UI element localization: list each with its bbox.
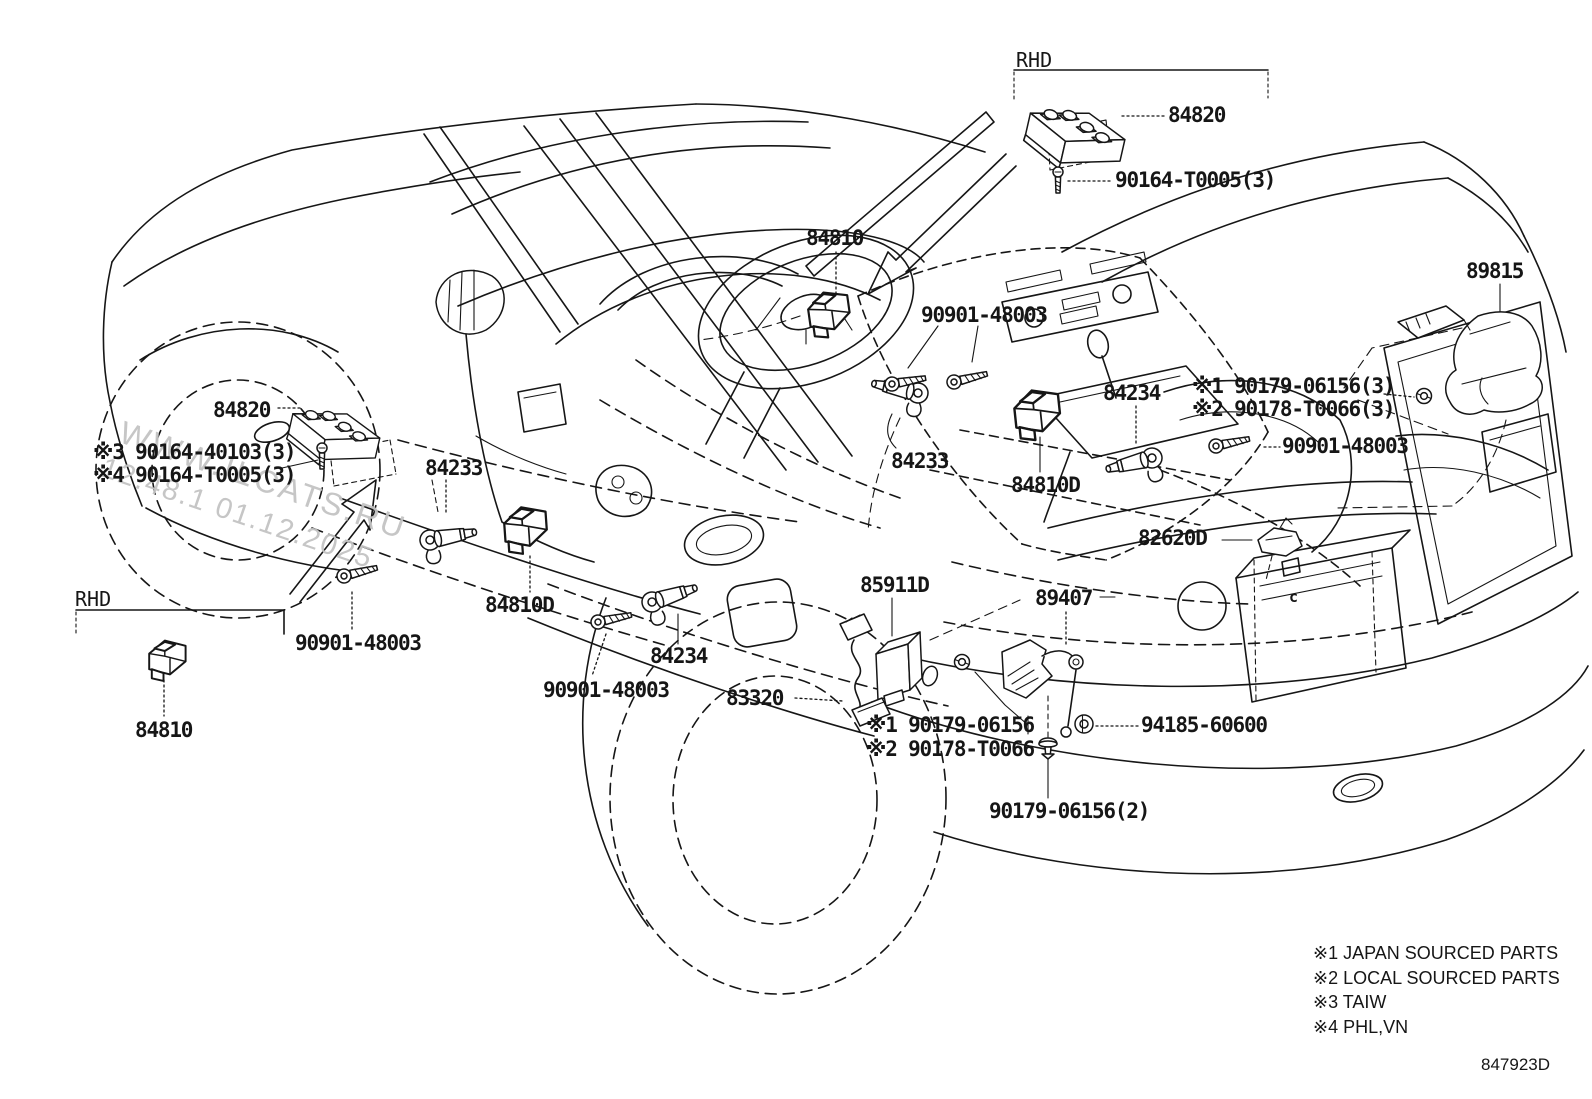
part-label-90164-t0005-left: ※4 90164-T0005(3) xyxy=(93,463,297,487)
part-label-84810-top: 84810 xyxy=(806,226,864,250)
part-label-90901-mid: 90901-48003 xyxy=(543,678,670,702)
part-master-switch-84820-left xyxy=(279,397,387,482)
part-label-84820-left: 84820 xyxy=(213,398,271,422)
part-relay-85911d xyxy=(875,631,939,707)
part-master-switch-84820-top xyxy=(1016,95,1132,187)
part-label-90901-top: 90901-48003 xyxy=(921,303,1048,327)
part-clip-82620d xyxy=(1257,517,1303,557)
direction-arrows xyxy=(289,111,1017,603)
part-switch-84810-bottom-left xyxy=(148,639,187,682)
part-label-90178-right: ※2 90178-T0066(3) xyxy=(1192,397,1396,421)
leader-lines xyxy=(163,115,1501,799)
part-label-84234-right: 84234 xyxy=(1103,381,1161,405)
part-nut-85911d xyxy=(953,653,971,671)
legend-item-4: ※4 PHL,VN xyxy=(1313,1016,1409,1037)
part-label-90164-top: 90164-T0005(3) xyxy=(1115,168,1276,192)
part-label-83320: 83320 xyxy=(726,686,784,710)
car-front-section xyxy=(95,103,986,647)
part-label-90901-left: 90901-48003 xyxy=(295,631,422,655)
part-label-90178-bottom: ※2 90178-T0066 xyxy=(866,737,1035,761)
part-label-84810-bottom: 84810 xyxy=(135,718,193,742)
part-fuel-sender-83320 xyxy=(839,613,891,727)
drawing-code: 847923D xyxy=(1481,1055,1551,1074)
trunk-c-marker: c xyxy=(1289,588,1298,606)
part-label-94185: 94185-60600 xyxy=(1141,713,1268,737)
part-label-90164-40103: ※3 90164-40103(3) xyxy=(93,440,297,464)
part-grommet-94185 xyxy=(1074,714,1094,734)
part-screw-90901-top-b xyxy=(944,366,990,392)
part-nut-89815 xyxy=(1415,387,1433,405)
part-label-90179-2: 90179-06156(2) xyxy=(989,799,1150,823)
part-label-84233-left: 84233 xyxy=(425,456,483,480)
part-switch-84810d-left xyxy=(502,504,550,557)
part-label-82620d: 82620D xyxy=(1138,526,1208,550)
legend-item-2: ※2 LOCAL SOURCED PARTS xyxy=(1313,967,1560,988)
trunk-rear-body xyxy=(527,379,1589,995)
part-label-90179-bottom: ※1 90179-06156 xyxy=(866,713,1035,737)
part-label-90179-right: ※1 90179-06156(3) xyxy=(1192,374,1396,398)
part-screw-90901-mid xyxy=(588,607,634,632)
part-label-90901-right: 90901-48003 xyxy=(1282,434,1409,458)
rear-glass-roof xyxy=(857,141,1567,561)
rhd-bracket-top xyxy=(1013,69,1269,101)
part-label-84810d-right: 84810D xyxy=(1011,473,1081,497)
part-fuel-lid-lock-89407 xyxy=(1001,639,1084,738)
rhd-bracket-bottom xyxy=(75,609,285,635)
part-label-84234-bottom: 84234 xyxy=(650,644,708,668)
part-label-84820-top: 84820 xyxy=(1168,103,1226,127)
windshield-pillars xyxy=(423,112,853,471)
rhd-group-label-bottom: RHD xyxy=(75,587,112,611)
part-switch-84810d-right xyxy=(1011,386,1064,444)
part-switch-84810-top xyxy=(805,288,854,341)
part-label-84233-right: 84233 xyxy=(891,449,949,473)
part-label-89815: 89815 xyxy=(1466,259,1524,283)
part-door-lock-receiver-89815 xyxy=(1397,305,1543,415)
part-label-85911d: 85911D xyxy=(860,573,930,597)
part-label-84810d-left: 84810D xyxy=(485,593,555,617)
part-screw-90164-top xyxy=(1052,166,1064,194)
rhd-group-label-top: RHD xyxy=(1016,48,1053,72)
part-label-89407: 89407 xyxy=(1035,586,1093,610)
legend-item-3: ※3 TAIW xyxy=(1313,992,1387,1012)
part-screw-90901-right xyxy=(1206,431,1252,456)
legend-item-1: ※1 JAPAN SOURCED PARTS xyxy=(1313,943,1559,963)
part-screw-90901-left xyxy=(334,560,380,586)
sourcing-legend: ※1 JAPAN SOURCED PARTS ※2 LOCAL SOURCED … xyxy=(1313,941,1560,1039)
